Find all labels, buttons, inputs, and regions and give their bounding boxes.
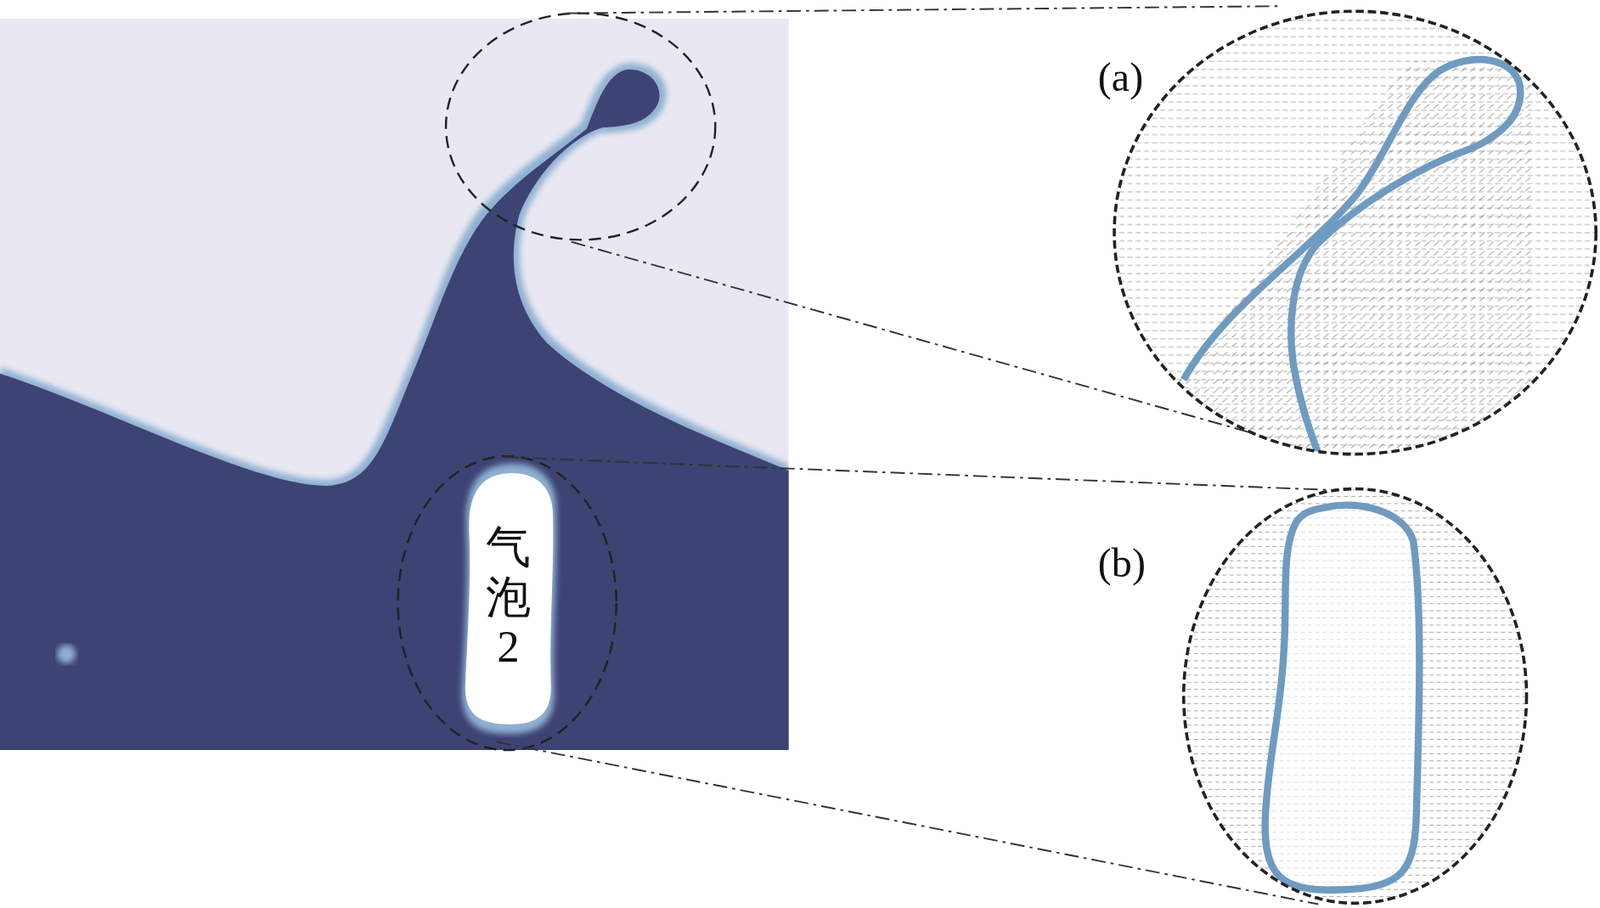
zoom-region xyxy=(445,13,716,241)
zoom-circle xyxy=(1112,10,1599,456)
gas-bubble: 气泡2 xyxy=(454,457,563,738)
zoom-region xyxy=(398,456,617,750)
zoom-circle xyxy=(1183,487,1527,904)
panel-label: (a) xyxy=(1095,52,1145,101)
phase-field xyxy=(0,18,789,750)
bubble-label: 气泡2 xyxy=(485,523,531,672)
panel-label: (b) xyxy=(1095,538,1148,586)
